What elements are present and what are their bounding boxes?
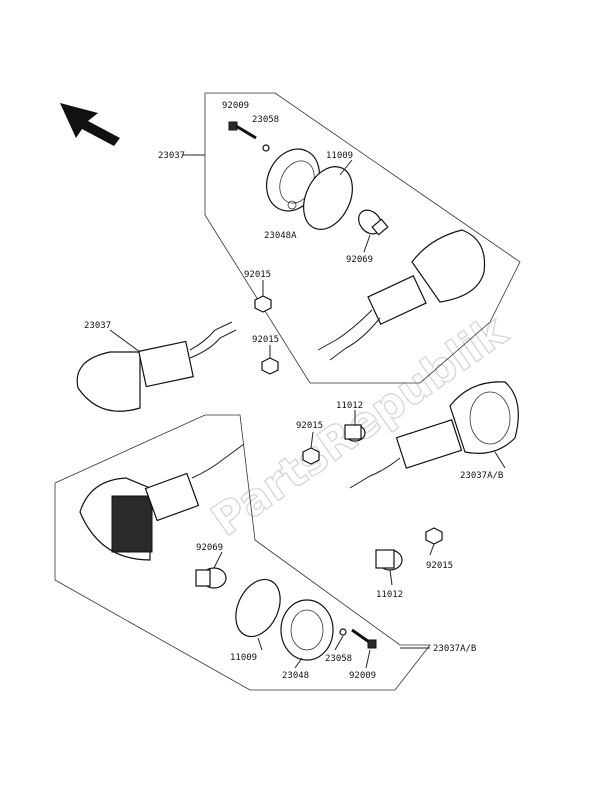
label-11012-bottom: 11012 [376,590,403,600]
label-23058-bottom: 23058 [325,654,352,664]
nut-92015-mid [302,447,320,465]
leader-lines [109,154,506,669]
nut-92015-bottom [425,527,443,545]
label-23037-top: 23037 [158,151,185,161]
label-11012-mid: 11012 [336,401,363,411]
label-92009-bottom: 92009 [349,671,376,681]
turn-signal-left [76,321,237,412]
label-23048a-top: 23048A [264,231,297,241]
oring-11009-top [303,166,353,230]
grommet-11012-mid [344,424,366,442]
grommet-11012-bottom [375,549,403,571]
bolt-92009-bottom [351,628,377,649]
direction-arrow-icon [60,103,120,146]
label-23058-top: 23058 [252,115,279,125]
label-92069-top: 92069 [346,255,373,265]
bottom-assembly-outline [54,414,431,691]
label-23037ab-bottom: 23037A/B [433,644,476,654]
lens-23048-bottom [280,599,334,661]
bulb-92069-bottom [195,567,227,589]
washer-23058-bottom [339,628,347,636]
label-92009-top: 92009 [222,101,249,111]
label-23048-bottom: 23048 [282,671,309,681]
label-92069-bottom: 92069 [196,543,223,553]
washer-23058-top [262,144,270,152]
label-92015-mid: 92015 [296,421,323,431]
label-92015-left-upper: 92015 [244,270,271,280]
label-23037ab-right: 23037A/B [460,471,503,481]
bolt-92009-top [228,121,257,140]
nut-92015-lower [261,357,279,375]
nut-92015-upper [254,295,272,313]
oring-11009-bottom [235,578,281,638]
label-11009-top: 11009 [326,151,353,161]
turn-signal-right [349,381,519,489]
turn-signal-housing-bottom [79,443,245,561]
label-92015-bottom: 92015 [426,561,453,571]
bulb-92069-top [358,209,389,236]
turn-signal-housing-top [317,229,486,361]
label-92015-left-lower: 92015 [252,335,279,345]
label-11009-bottom: 11009 [230,653,257,663]
top-assembly-outline [204,92,521,384]
label-23037-left: 23037 [84,321,111,331]
